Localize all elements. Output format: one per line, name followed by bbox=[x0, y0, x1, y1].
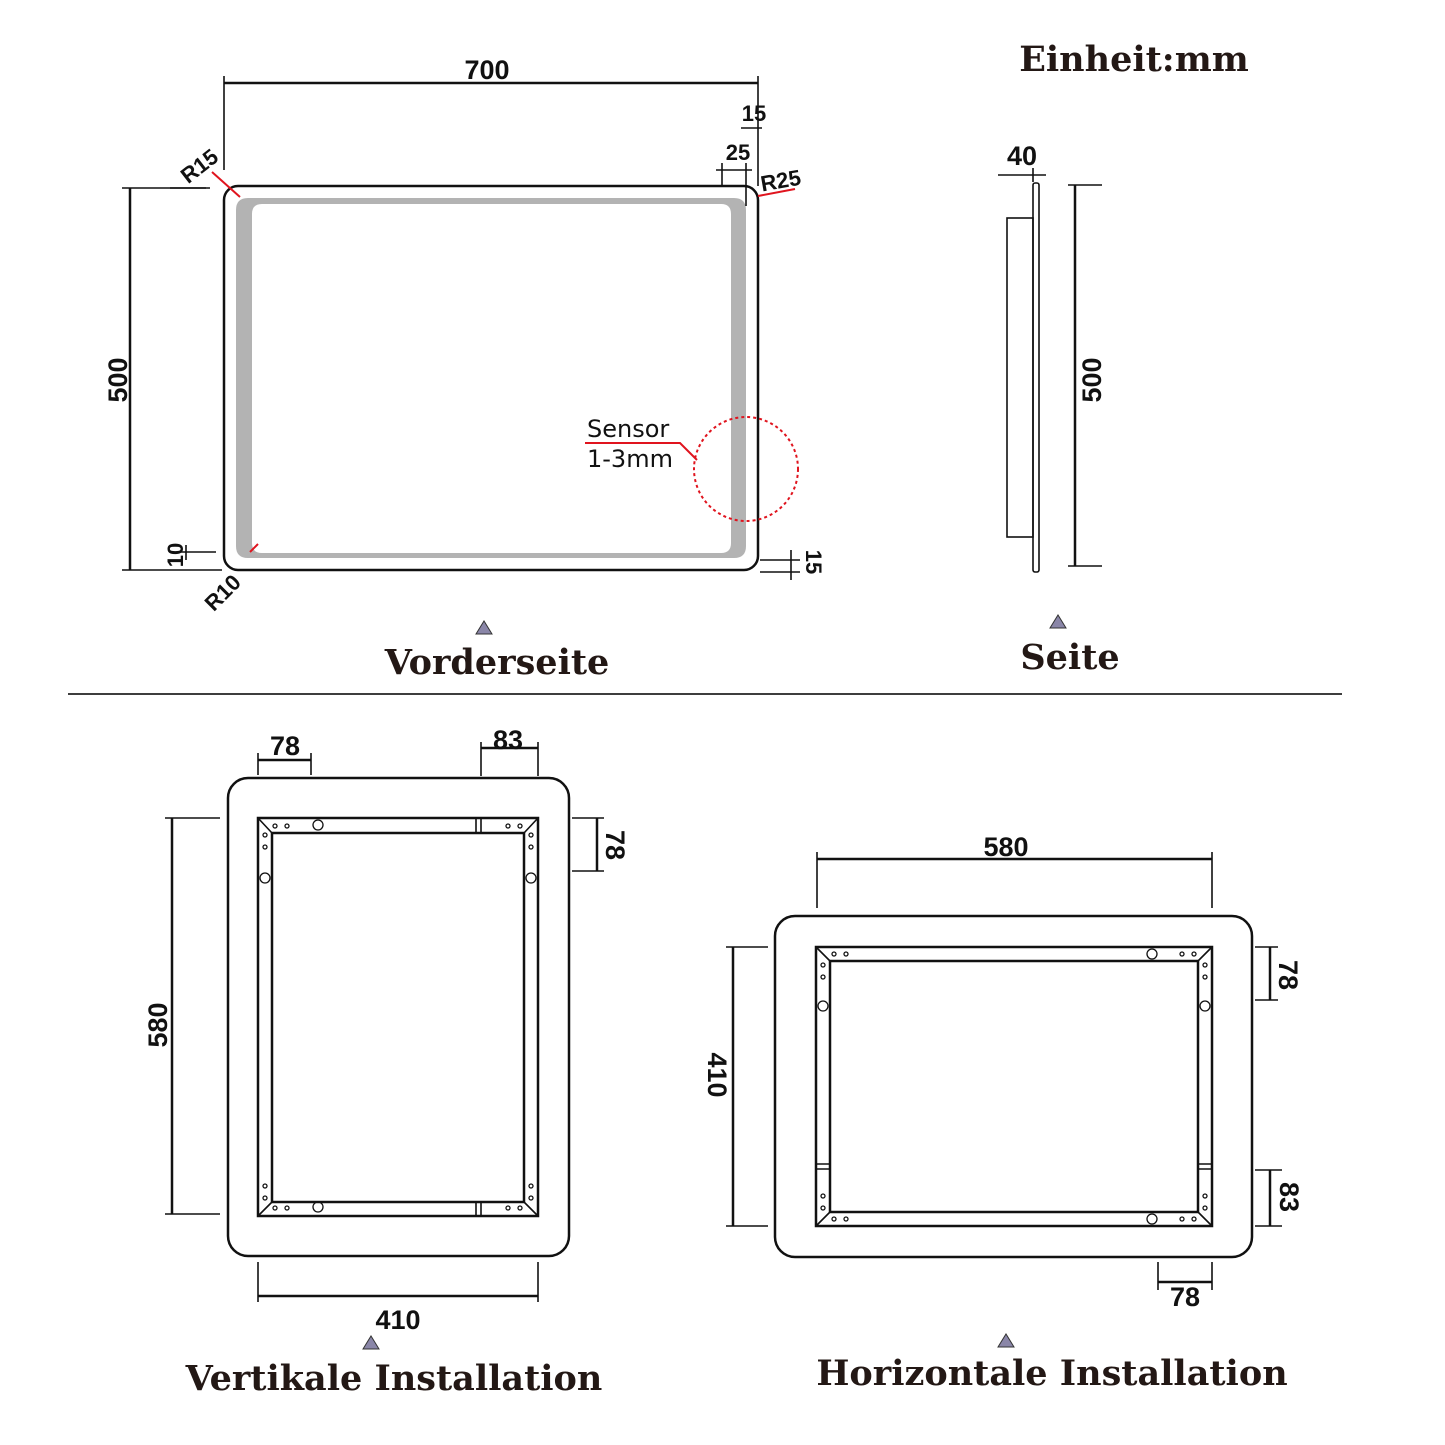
led-strip bbox=[236, 198, 746, 558]
keyhole-icon bbox=[1146, 948, 1158, 960]
corner-r25-label: R25 bbox=[759, 165, 803, 197]
side-view-title: Seite bbox=[1020, 637, 1119, 678]
keyhole-icon bbox=[1146, 1213, 1158, 1225]
triangle-marker-icon bbox=[997, 1333, 1015, 1348]
sensor-range-label: 1-3mm bbox=[587, 445, 673, 473]
mounting-frame bbox=[814, 945, 1214, 1228]
mounting-frame bbox=[256, 816, 540, 1218]
vertical-top-right-label: 83 bbox=[493, 725, 523, 755]
mirror-side-box bbox=[1006, 217, 1034, 538]
front-led-width-label: 25 bbox=[726, 140, 750, 165]
mirror-back-outline bbox=[226, 776, 571, 1258]
vertical-height-label: 580 bbox=[143, 1002, 173, 1047]
horizontal-height-label: 410 bbox=[702, 1052, 732, 1097]
triangle-marker-icon bbox=[1049, 614, 1067, 629]
horizontal-right-top-label: 78 bbox=[1273, 960, 1303, 990]
keyhole-icon bbox=[312, 819, 324, 831]
mirror-side-panel bbox=[1032, 182, 1040, 573]
front-view: 700 15 25 R15 R25 R10 500 10 15 Sensor 1… bbox=[103, 55, 826, 683]
side-height-label: 500 bbox=[1077, 357, 1107, 402]
sensor-area-circle bbox=[693, 416, 799, 522]
keyhole-icon bbox=[259, 872, 271, 884]
front-offset-left-label: 10 bbox=[163, 543, 188, 567]
vertical-right-label: 78 bbox=[600, 830, 630, 860]
front-height-label: 500 bbox=[103, 357, 133, 402]
vertical-installation-view: 78 83 78 580 410 Vertikale Installation bbox=[143, 725, 630, 1399]
horizontal-right-bottom-label: 83 bbox=[1274, 1182, 1304, 1212]
corner-r15-label: R15 bbox=[176, 144, 223, 189]
mirror-outline bbox=[222, 184, 760, 572]
sensor-label: Sensor bbox=[587, 415, 669, 443]
horizontal-bottom-label: 78 bbox=[1170, 1282, 1200, 1312]
unit-label: Einheit:mm bbox=[1019, 39, 1249, 80]
front-width-label: 700 bbox=[464, 55, 509, 85]
horizontal-installation-title: Horizontale Installation bbox=[816, 1353, 1287, 1394]
keyhole-icon bbox=[817, 1000, 829, 1012]
front-offset-bottom-label: 15 bbox=[801, 550, 826, 574]
vertical-installation-title: Vertikale Installation bbox=[185, 1358, 603, 1399]
triangle-marker-icon bbox=[362, 1335, 380, 1350]
horizontal-installation-view: 580 78 410 83 78 Horizontale Installatio… bbox=[702, 832, 1304, 1394]
corner-r10-label: R10 bbox=[200, 570, 246, 616]
side-depth-label: 40 bbox=[1007, 141, 1037, 171]
keyhole-icon bbox=[312, 1201, 324, 1213]
side-view: 40 500 Seite bbox=[998, 141, 1120, 678]
front-view-title: Vorderseite bbox=[384, 642, 610, 683]
keyhole-icon bbox=[525, 872, 537, 884]
vertical-top-left-label: 78 bbox=[270, 731, 300, 761]
triangle-marker-icon bbox=[475, 620, 493, 635]
keyhole-icon bbox=[1199, 1000, 1211, 1012]
vertical-width-label: 410 bbox=[375, 1305, 420, 1335]
front-offset-top-label: 15 bbox=[742, 101, 766, 126]
mirror-back-outline bbox=[773, 914, 1254, 1259]
horizontal-width-label: 580 bbox=[983, 832, 1028, 862]
